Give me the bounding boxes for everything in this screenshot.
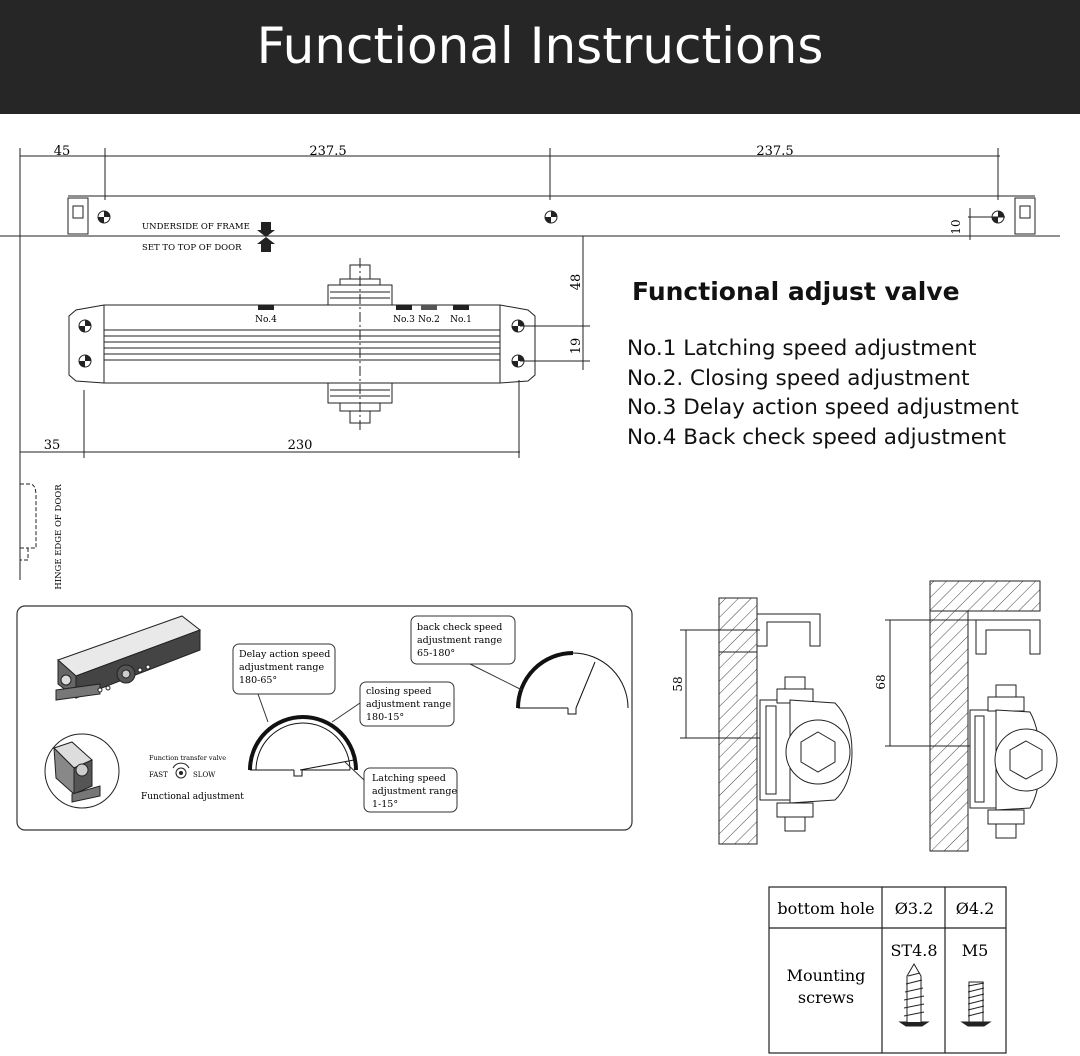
backcheck-line-1: back check speed <box>417 622 502 633</box>
closing-line-3: 180-15° <box>366 712 404 723</box>
table-mounting-label-2: screws <box>798 988 854 1007</box>
valve-label-no2: No.2 <box>418 315 440 325</box>
valve-markers <box>258 305 469 310</box>
valve-info-item: No.1 Latching speed adjustment <box>627 336 977 361</box>
machine-screw-icon <box>960 981 992 1027</box>
latching-line-1: Latching speed <box>372 773 446 784</box>
frame-plan-drawing <box>0 148 1060 240</box>
transfer-valve-label: Function transfer valve <box>149 754 226 762</box>
page-title: Functional Instructions <box>0 0 1080 114</box>
valve-zoom-circle <box>44 733 120 809</box>
fast-slow-dial-icon <box>172 762 190 779</box>
range-arc-left <box>248 715 358 777</box>
table-screw-st48: ST4.8 <box>890 941 937 960</box>
body-mount-holes <box>78 319 525 368</box>
delay-line-3: 180-65° <box>239 675 277 686</box>
valve-label-no3: No.3 <box>393 315 415 325</box>
latching-callout <box>344 761 458 813</box>
closer-body-drawing <box>19 235 590 580</box>
dim-left-label: 45 <box>54 144 71 159</box>
screw-table <box>768 886 1007 1054</box>
delay-line-2: adjustment range <box>239 662 324 673</box>
valve-label-no4: No.4 <box>255 315 277 325</box>
dim-small-label: 10 <box>949 219 963 234</box>
valve-label-no1: No.1 <box>450 315 472 325</box>
fast-label: FAST <box>149 771 168 779</box>
frame-mount-holes <box>97 210 1005 224</box>
dim-span-2-label: 237.5 <box>756 144 793 159</box>
arrow-marker-icon <box>257 222 275 252</box>
mounting-section-left <box>680 597 853 845</box>
mount-dim-68-label: 68 <box>874 674 888 689</box>
table-bottom-hole-label: bottom hole <box>777 899 874 918</box>
delay-line-1: Delay action speed <box>239 649 330 660</box>
table-hole-32: Ø3.2 <box>895 899 934 918</box>
closing-line-2: adjustment range <box>366 699 451 710</box>
dim-bottom-left-label: 35 <box>44 438 61 453</box>
set-top-label: SET TO TOP OF DOOR <box>142 243 242 253</box>
closer-product-sketch <box>55 615 202 701</box>
valve-info-item: No.4 Back check speed adjustment <box>627 424 1007 450</box>
valve-info-item: No.3 Delay action speed adjustment <box>627 395 1019 420</box>
functional-adjustment-label: Functional adjustment <box>141 792 244 802</box>
range-arc-right <box>516 651 629 715</box>
valve-info-list: No.1 Latching speed adjustment No.2. Clo… <box>627 334 1019 452</box>
closing-callout <box>331 681 455 727</box>
slow-label: SLOW <box>193 771 216 779</box>
adjustment-panel <box>16 605 633 831</box>
table-mounting-label-1: Mounting <box>787 966 866 985</box>
dim-bottom-span-label: 230 <box>288 438 313 453</box>
table-hole-42: Ø4.2 <box>956 899 995 918</box>
valve-info-title: Functional adjust valve <box>632 277 960 306</box>
backcheck-line-2: adjustment range <box>417 635 502 646</box>
backcheck-line-3: 65-180° <box>417 648 455 659</box>
hinge-edge-label: HINGE EDGE OF DOOR <box>54 484 64 590</box>
mounting-section-right <box>885 580 1058 852</box>
delay-callout <box>232 643 336 723</box>
valve-info-item: No.2. Closing speed adjustment <box>627 365 970 391</box>
underside-label: UNDERSIDE OF FRAME <box>142 222 250 232</box>
latching-line-3: 1-15° <box>372 799 398 810</box>
mount-dim-58-label: 58 <box>671 676 685 691</box>
closing-line-1: closing speed <box>366 686 432 697</box>
latching-line-2: adjustment range <box>372 786 457 797</box>
dim-48-label: 48 <box>569 274 584 291</box>
table-screw-m5: M5 <box>962 941 989 960</box>
backcheck-callout <box>410 615 523 691</box>
dim-19-label: 19 <box>569 338 584 355</box>
dim-span-1-label: 237.5 <box>309 144 346 159</box>
wood-screw-icon <box>898 963 930 1027</box>
